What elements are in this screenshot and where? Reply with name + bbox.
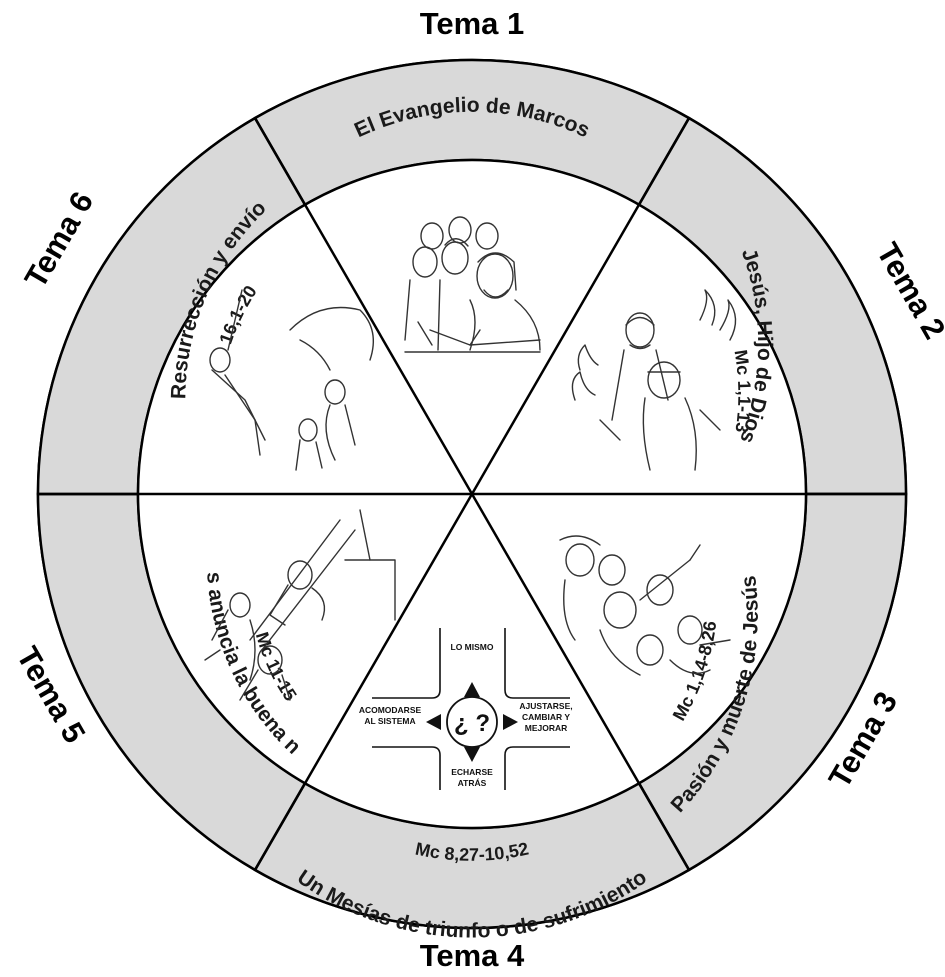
crossroads-bottom-1: ECHARSE xyxy=(451,767,493,777)
ring-sectors xyxy=(36,58,908,930)
crossroads-top: LO MISMO xyxy=(451,642,494,652)
crossroads-bottom-2: ATRÁS xyxy=(458,778,487,788)
tema-2-label: Tema 2 xyxy=(870,237,945,345)
crossroads-compass-illustration: ¿ ? LO MISMO ACOMODARSE AL SISTEMA AJUST… xyxy=(359,628,573,790)
crossroads-center: ¿ ? xyxy=(454,710,490,737)
crossroads-right-2: CAMBIAR Y xyxy=(522,712,570,722)
tema-4-label: Tema 4 xyxy=(420,938,525,973)
crowd-of-people-illustration xyxy=(559,535,731,676)
crucifixion-illustration xyxy=(204,509,396,701)
resurrection-ascension-illustration xyxy=(209,289,374,471)
tema-1-label: Tema 1 xyxy=(420,6,525,41)
sector-dividers xyxy=(38,117,906,871)
jesus-in-desert-with-flames-illustration xyxy=(571,289,737,471)
crossroads-left-1: ACOMODARSE xyxy=(359,705,422,715)
tema-6-label: Tema 6 xyxy=(18,186,101,294)
crossroads-right-1: AJUSTARSE, xyxy=(519,701,572,711)
evangelist-writing-with-disciples-illustration xyxy=(404,216,541,353)
crossroads-left-2: AL SISTEMA xyxy=(364,716,415,726)
crossroads-right-3: MEJORAR xyxy=(525,723,568,733)
